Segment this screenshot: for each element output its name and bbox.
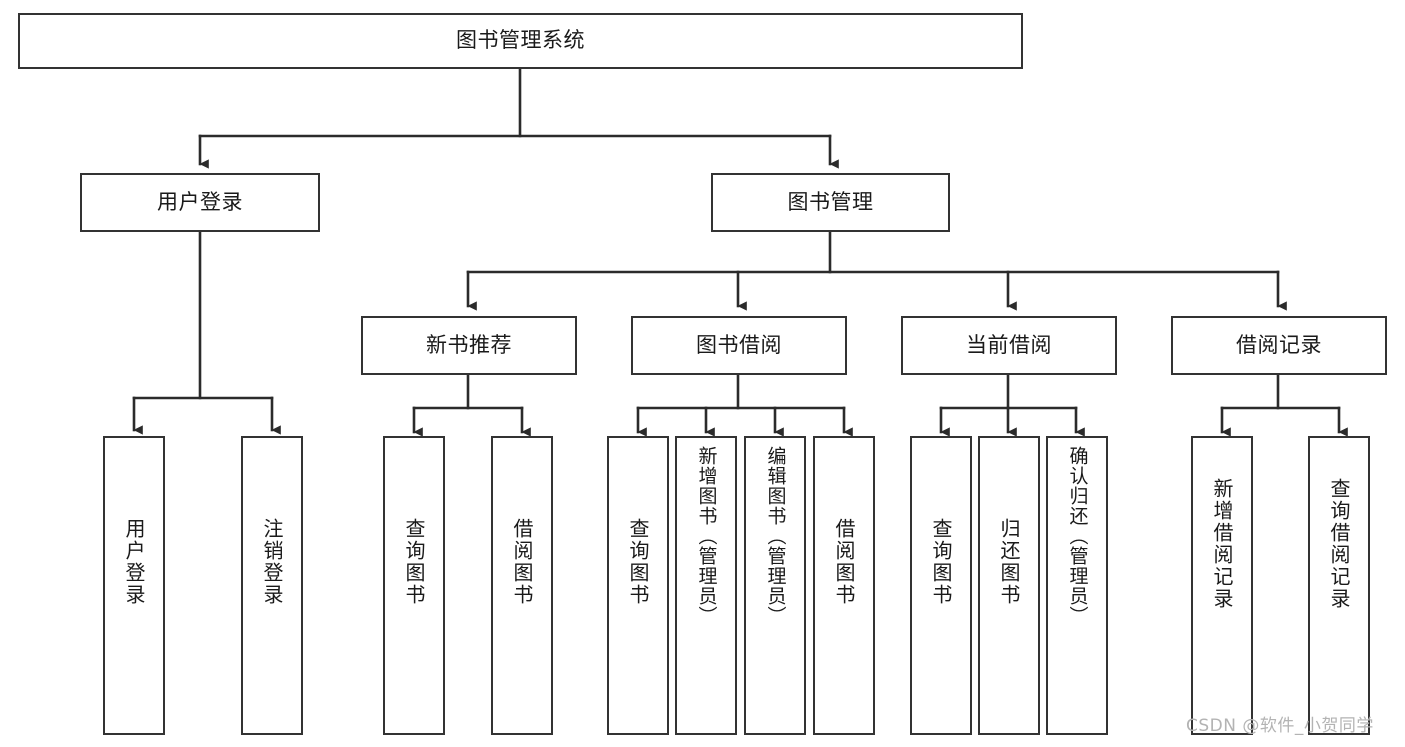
leaf-borrow-record-1[interactable]: 新增借阅记录: [1191, 436, 1253, 735]
node-root-label: 图书管理系统: [456, 28, 585, 53]
leaf-book-borrow-1-label: 查询图书: [626, 518, 650, 606]
node-user-login-label: 用户登录: [157, 189, 243, 214]
node-new-book-recommend-label: 新书推荐: [426, 332, 512, 357]
leaf-book-borrow-1[interactable]: 查询图书: [607, 436, 669, 735]
node-book-management[interactable]: 图书管理: [711, 173, 950, 232]
leaf-current-borrow-2[interactable]: 归还图书: [978, 436, 1040, 735]
node-borrow-record-label: 借阅记录: [1236, 332, 1322, 357]
leaf-current-borrow-2-label: 归还图书: [997, 518, 1021, 606]
leaf-new-book-2-label: 借阅图书: [510, 518, 534, 606]
leaf-book-borrow-3-label: 编辑图书（管理员）: [764, 446, 787, 626]
leaf-book-borrow-2[interactable]: 新增图书（管理员）: [675, 436, 737, 735]
leaf-book-borrow-4-label: 借阅图书: [832, 518, 856, 606]
leaf-user-login-2-label: 注销登录: [260, 518, 284, 606]
leaf-book-borrow-4[interactable]: 借阅图书: [813, 436, 875, 735]
leaf-current-borrow-1-label: 查询图书: [929, 518, 953, 606]
node-borrow-record[interactable]: 借阅记录: [1171, 316, 1387, 375]
node-new-book-recommend[interactable]: 新书推荐: [361, 316, 577, 375]
leaf-new-book-1-label: 查询图书: [402, 518, 426, 606]
node-book-borrow-label: 图书借阅: [696, 332, 782, 357]
leaf-borrow-record-2-label: 查询借阅记录: [1327, 478, 1351, 610]
node-book-management-label: 图书管理: [787, 189, 874, 214]
node-current-borrow[interactable]: 当前借阅: [901, 316, 1117, 375]
leaf-book-borrow-2-label: 新增图书（管理员）: [695, 446, 718, 626]
node-current-borrow-label: 当前借阅: [966, 332, 1052, 357]
node-user-login[interactable]: 用户登录: [80, 173, 320, 232]
leaf-new-book-1[interactable]: 查询图书: [383, 436, 445, 735]
node-root[interactable]: 图书管理系统: [18, 13, 1023, 69]
leaf-user-login-2[interactable]: 注销登录: [241, 436, 303, 735]
csdn-watermark: CSDN @软件_小贺同学: [1186, 716, 1374, 736]
leaf-borrow-record-1-label: 新增借阅记录: [1210, 478, 1234, 610]
leaf-borrow-record-2[interactable]: 查询借阅记录: [1308, 436, 1370, 735]
node-book-borrow[interactable]: 图书借阅: [631, 316, 847, 375]
leaf-current-borrow-3-label: 确认归还（管理员）: [1066, 446, 1089, 626]
leaf-current-borrow-3[interactable]: 确认归还（管理员）: [1046, 436, 1108, 735]
leaf-user-login-1-label: 用户登录: [122, 518, 146, 606]
leaf-current-borrow-1[interactable]: 查询图书: [910, 436, 972, 735]
leaf-user-login-1[interactable]: 用户登录: [103, 436, 165, 735]
leaf-new-book-2[interactable]: 借阅图书: [491, 436, 553, 735]
leaf-book-borrow-3[interactable]: 编辑图书（管理员）: [744, 436, 806, 735]
